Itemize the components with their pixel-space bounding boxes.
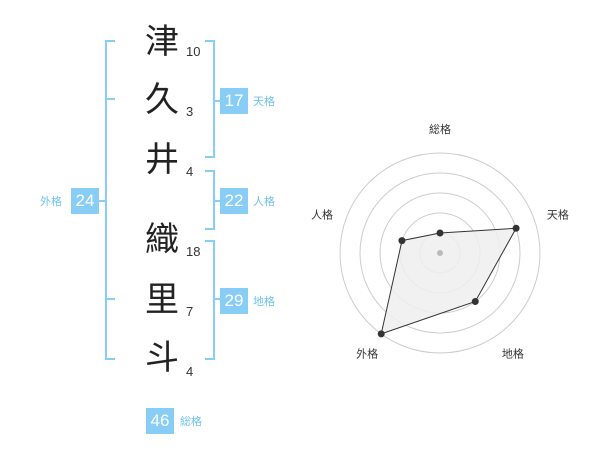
tenkaku-score: 17	[220, 88, 248, 114]
bracket-tick	[107, 298, 115, 300]
jinkaku-score: 22	[220, 188, 248, 214]
soukaku-score: 46	[146, 408, 174, 434]
radar-ring	[359, 172, 521, 334]
radar-axis-label-1: 総格	[429, 122, 451, 136]
jinkaku-label: 人格	[253, 195, 275, 208]
tenkaku-connector	[214, 100, 222, 102]
jinkaku-connector	[214, 200, 222, 202]
gaikaku-connector	[98, 200, 106, 202]
name-char-5: 里	[145, 280, 179, 320]
radar-point-5	[398, 237, 406, 245]
chikaku-bracket	[205, 240, 215, 360]
radar-ring	[339, 152, 541, 354]
radar-point-4	[377, 330, 385, 338]
bracket-tick	[107, 98, 115, 100]
stroke-count-3: 4	[186, 164, 194, 179]
chikaku-score: 29	[220, 288, 248, 314]
radar-axis-label-2: 天格	[547, 208, 569, 222]
radar-point-2	[512, 224, 520, 232]
stroke-count-4: 18	[186, 244, 201, 259]
gaikaku-label: 外格	[40, 195, 62, 208]
stroke-count-5: 7	[186, 304, 194, 319]
radar-axis-label-3: 地格	[502, 346, 524, 360]
radar-area	[380, 227, 517, 335]
tenkaku-label: 天格	[253, 95, 275, 108]
tenkaku-bracket	[205, 40, 215, 158]
radar-point-1	[436, 229, 444, 237]
stroke-count-2: 3	[186, 104, 194, 119]
radar-axis-label-4: 外格	[356, 346, 378, 360]
stroke-count-1: 10	[186, 44, 201, 59]
name-char-3: 井	[145, 140, 179, 180]
radar-point-3	[471, 298, 479, 306]
name-char-4: 織	[145, 220, 179, 260]
chikaku-label: 地格	[253, 295, 275, 308]
stroke-count-6: 4	[186, 364, 194, 379]
chikaku-connector	[214, 298, 222, 300]
gaikaku-score: 24	[71, 188, 99, 214]
name-char-6: 斗	[145, 338, 179, 378]
radar-center-dot	[437, 250, 443, 256]
name-char-2: 久	[145, 80, 179, 120]
gaikaku-bracket	[105, 40, 115, 360]
name-char-1: 津	[145, 22, 179, 62]
soukaku-label: 総格	[180, 415, 202, 428]
radar-axis-label-5: 人格	[311, 208, 333, 222]
